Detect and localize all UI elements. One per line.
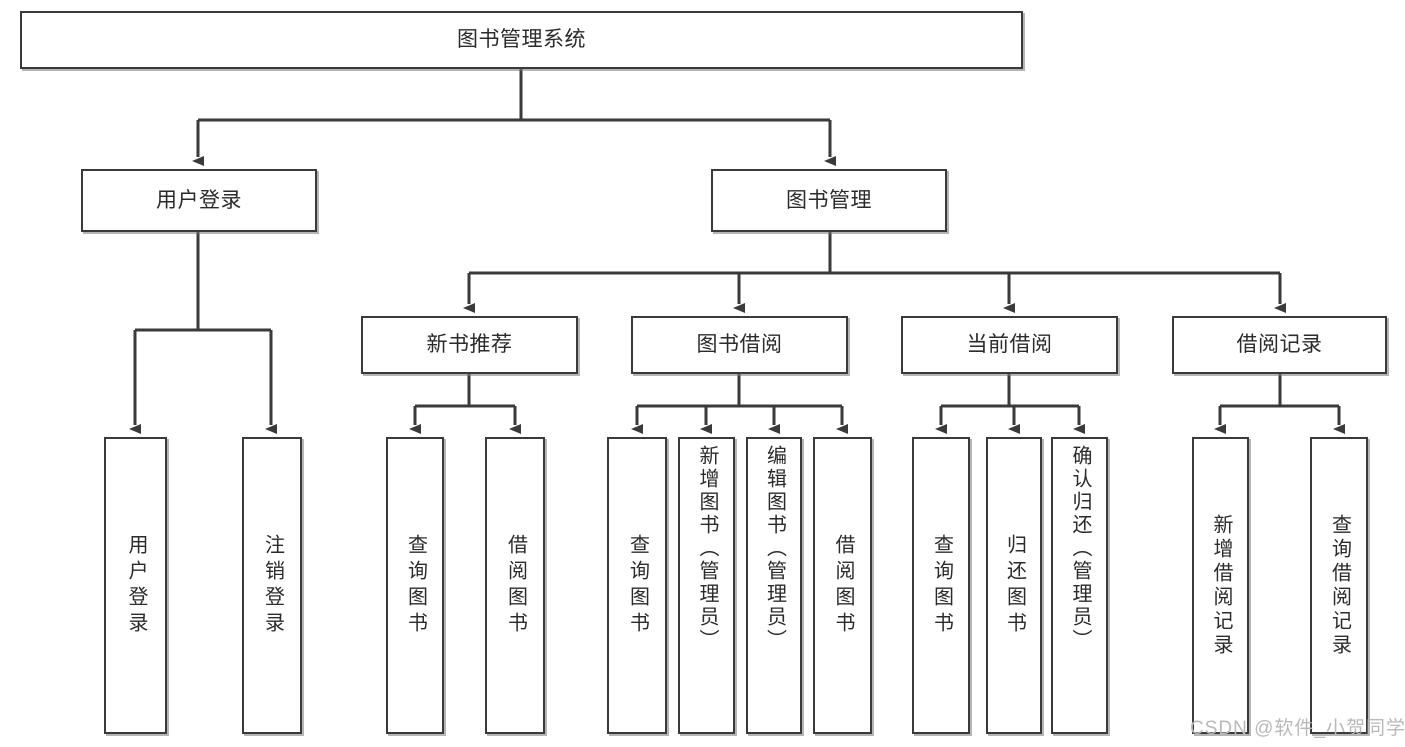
node-current-borrow[interactable]: 当前借阅 — [901, 316, 1118, 374]
node-current-borrow-label: 当前借阅 — [966, 333, 1053, 357]
node-leaf-confirm-return-label: 确认归还（管理员） — [1069, 445, 1091, 652]
node-leaf-query-record[interactable]: 查询借阅记录 — [1310, 437, 1368, 734]
node-leaf-return-book-label: 归还图书 — [1003, 533, 1026, 638]
node-leaf-user-login-label: 用户登录 — [125, 533, 147, 638]
node-leaf-logout-login-label: 注销登录 — [261, 533, 284, 638]
node-user-login-label: 用户登录 — [156, 188, 242, 212]
node-user-login[interactable]: 用户登录 — [81, 169, 317, 232]
node-book-management-label: 图书管理 — [786, 188, 872, 212]
watermark-text: CSDN @软件_小贺同学 — [1190, 718, 1405, 739]
node-leaf-query-book-3[interactable]: 查询图书 — [912, 437, 970, 734]
node-leaf-add-record-label: 新增借阅记录 — [1210, 513, 1232, 658]
node-leaf-query-book-1[interactable]: 查询图书 — [386, 437, 444, 734]
node-borrow-record[interactable]: 借阅记录 — [1172, 316, 1387, 374]
node-leaf-add-book-label: 新增图书（管理员） — [696, 445, 718, 652]
node-leaf-edit-book-label: 编辑图书（管理员） — [763, 445, 786, 652]
node-book-borrow[interactable]: 图书借阅 — [631, 316, 848, 374]
node-leaf-borrow-book-2[interactable]: 借阅图书 — [813, 437, 872, 734]
node-new-book-recommend-label: 新书推荐 — [426, 333, 513, 357]
node-leaf-query-book-3-label: 查询图书 — [930, 533, 953, 638]
node-new-book-recommend[interactable]: 新书推荐 — [361, 316, 578, 374]
node-leaf-add-record[interactable]: 新增借阅记录 — [1192, 437, 1249, 734]
node-borrow-record-label: 借阅记录 — [1236, 333, 1323, 357]
node-leaf-return-book[interactable]: 归还图书 — [986, 437, 1042, 734]
node-leaf-confirm-return[interactable]: 确认归还（管理员） — [1051, 437, 1108, 734]
node-leaf-user-login[interactable]: 用户登录 — [104, 437, 167, 734]
node-leaf-query-book-2[interactable]: 查询图书 — [607, 437, 667, 734]
node-leaf-logout-login[interactable]: 注销登录 — [242, 437, 302, 734]
node-book-management[interactable]: 图书管理 — [711, 169, 947, 232]
node-root[interactable]: 图书管理系统 — [20, 11, 1023, 69]
node-leaf-borrow-book-2-label: 借阅图书 — [832, 533, 854, 638]
node-book-borrow-label: 图书借阅 — [696, 333, 783, 357]
node-leaf-query-book-1-label: 查询图书 — [404, 533, 427, 638]
node-leaf-borrow-book-1[interactable]: 借阅图书 — [485, 437, 545, 734]
node-leaf-query-book-2-label: 查询图书 — [626, 533, 649, 638]
node-leaf-add-book[interactable]: 新增图书（管理员） — [678, 437, 735, 734]
node-leaf-borrow-book-1-label: 借阅图书 — [504, 533, 527, 638]
node-leaf-edit-book[interactable]: 编辑图书（管理员） — [746, 437, 802, 734]
node-root-label: 图书管理系统 — [457, 28, 586, 52]
node-leaf-query-record-label: 查询借阅记录 — [1328, 513, 1351, 658]
